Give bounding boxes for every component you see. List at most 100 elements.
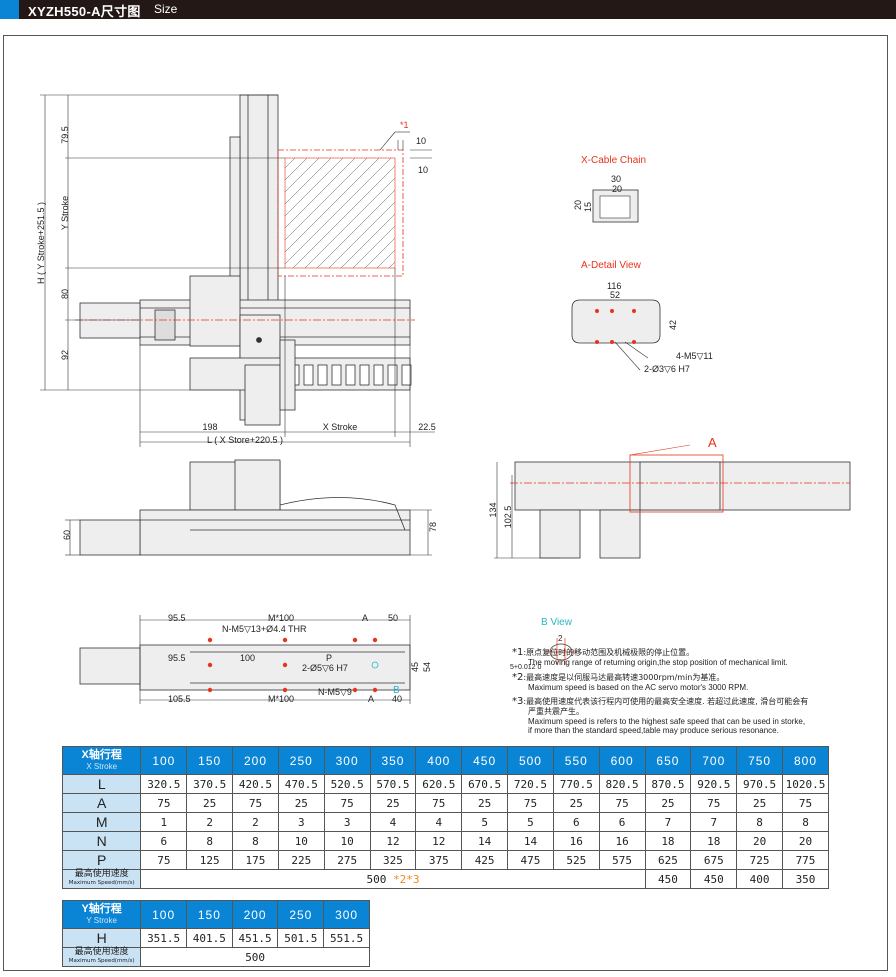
value-cell: 2	[232, 812, 279, 832]
dim-52: 52	[610, 290, 620, 300]
stroke-header-cell: 300	[323, 900, 370, 929]
callout-2-d3: 2-Ø3▽6 H7	[644, 364, 690, 374]
stroke-header-cell: 150	[186, 746, 234, 775]
value-cell: 25	[644, 793, 692, 813]
value-cell: 175	[232, 850, 279, 870]
dim-54: 54	[422, 662, 432, 672]
side-view: 60 78	[62, 459, 438, 556]
row-label: M	[61, 812, 142, 832]
chain-link	[401, 364, 412, 386]
note-zh: 最高速度是以伺服马达最高转速3000rpm/min为基准。	[526, 673, 725, 682]
mount-hole	[352, 687, 358, 693]
hatch-line	[376, 249, 396, 269]
dim-15: 15	[583, 202, 593, 212]
value-cell: 3	[277, 812, 325, 832]
note-en: Maximum speed is based on the AC servo m…	[528, 683, 749, 692]
value-cell: 1	[140, 812, 188, 832]
value-cell: 8	[186, 831, 234, 851]
value-cell: 12	[415, 831, 463, 851]
dim-30: 30	[611, 174, 621, 184]
value-cell: 25	[461, 793, 509, 813]
row-label: H	[61, 928, 142, 948]
stroke-header-cell: 100	[140, 900, 187, 929]
value-cell: 8	[736, 812, 784, 832]
value-cell: 16	[552, 831, 600, 851]
stroke-header-cell: 300	[323, 746, 371, 775]
note-2: *2:最高速度是以伺服马达最高转速3000rpm/min为基准。 Maximum…	[512, 672, 749, 693]
value-cell: 6	[140, 831, 188, 851]
note-3: *3:最高使用速度代表该行程内可使用的最高安全速度. 若超过此速度, 滑台可能会…	[512, 696, 812, 736]
value-cell: 275	[323, 850, 371, 870]
value-cell: 75	[323, 793, 371, 813]
value-cell: 575	[598, 850, 646, 870]
stroke-header-cell: 450	[461, 746, 509, 775]
callout-n-m5-9: N-M5▽9	[318, 687, 352, 697]
speed-value: 450	[690, 869, 738, 889]
a-detail-view: A-Detail View 116 52 42 4-M5▽11 2-Ø3▽6 H…	[571, 260, 713, 374]
value-cell: 1020.5	[782, 774, 829, 794]
top-view: 79.5 Y Stroke 80 92 H ( Y Stroke+251.5 )…	[36, 94, 436, 447]
value-cell: 6	[552, 812, 600, 832]
callout-4-m5: 4-M5▽11	[676, 351, 713, 361]
note-mark: *3	[512, 696, 524, 707]
value-cell: 420.5	[232, 774, 279, 794]
hatch-line	[340, 213, 396, 269]
note-mark-1: *1	[400, 120, 409, 130]
speed-value: 400	[736, 869, 784, 889]
value-cell: 75	[598, 793, 646, 813]
dim-105-5: 105.5	[168, 694, 191, 704]
callout-n-m5-thr: N-M5▽13+Ø4.4 THR	[222, 624, 307, 634]
front-view: A 134 102.5	[488, 435, 851, 559]
dim-10-b: 10	[418, 165, 428, 175]
hatch-line	[304, 177, 396, 269]
value-cell: 351.5	[140, 928, 187, 948]
value-cell: 75	[690, 793, 738, 813]
value-cell: 25	[277, 793, 325, 813]
b-label: B	[393, 685, 400, 696]
value-cell: 370.5	[186, 774, 234, 794]
value-cell: 18	[644, 831, 692, 851]
chain-link	[359, 364, 370, 386]
drawing-frame	[3, 35, 888, 971]
header-bar: XYZH550-A尺寸图 Size	[0, 0, 896, 19]
mount-hole	[207, 687, 213, 693]
hatch-line	[284, 157, 368, 241]
dim-134: 134	[488, 502, 498, 517]
value-cell: 20	[736, 831, 784, 851]
chain-link	[317, 364, 328, 386]
hatch-line	[284, 157, 356, 229]
dim-45: 45	[410, 662, 420, 672]
header-accent	[0, 0, 19, 19]
stroke-header-cell: 800	[782, 746, 829, 775]
stroke-header-cell: 100	[140, 746, 188, 775]
hatch-line	[284, 157, 332, 205]
stroke-header-cell: 600	[598, 746, 646, 775]
callout-2-d5: 2-Ø5▽6 H7	[302, 663, 348, 673]
mount-hole	[372, 637, 378, 643]
stroke-header-cell: 350	[369, 746, 417, 775]
mount-hole	[282, 637, 288, 643]
dim-h: H ( Y Stroke+251.5 )	[36, 202, 46, 284]
value-cell: 375	[415, 850, 463, 870]
value-cell: 75	[140, 850, 188, 870]
dim-2: 2	[558, 634, 563, 643]
hatch-line	[352, 225, 396, 269]
value-cell: 625	[644, 850, 692, 870]
dim-42: 42	[668, 320, 678, 330]
hatch-line	[284, 157, 320, 193]
note-mark: *2	[512, 672, 524, 683]
dim-5-tol: 5+0.012 0	[510, 664, 541, 671]
dim-22-5: 22.5	[418, 422, 436, 432]
value-cell: 75	[232, 793, 279, 813]
chain-link	[373, 364, 384, 386]
motion-range-box	[277, 149, 404, 277]
